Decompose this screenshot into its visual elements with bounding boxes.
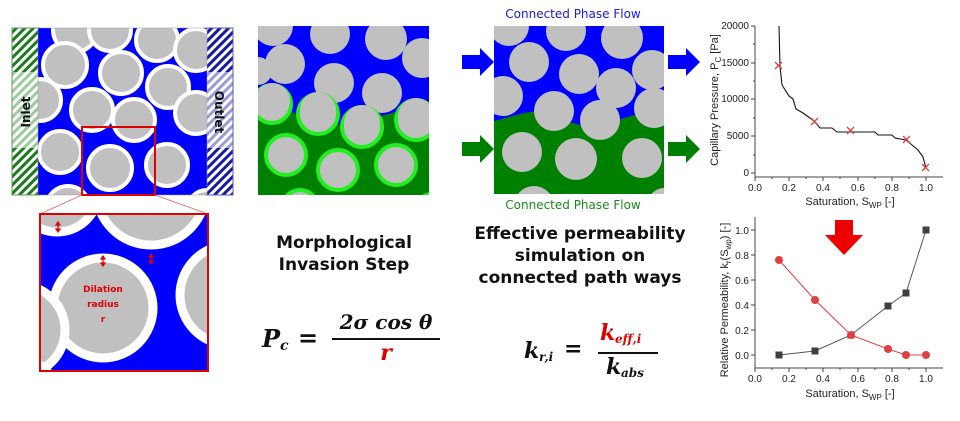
svg-text:0.2: 0.2 <box>735 326 749 337</box>
eq-lhs: P <box>262 324 281 353</box>
pc-y-axis-title: Capillary Pressure, PC [Pa] <box>709 34 723 166</box>
svg-text:0.8: 0.8 <box>735 251 749 262</box>
eq-kr-equals: = <box>564 336 583 362</box>
svg-text:0.6: 0.6 <box>735 276 749 287</box>
pc-y-tick-labels: 20000 15000 10000 5000 0 <box>721 21 749 179</box>
pc-curve <box>778 25 927 169</box>
svg-text:0.0: 0.0 <box>748 183 762 194</box>
inlet-strip <box>11 27 40 196</box>
pore-space-main <box>38 28 207 195</box>
capillary-pressure-equation: P c = 2σ cos θ r <box>262 310 442 370</box>
zoom-region-box <box>81 126 156 196</box>
invasion-image <box>258 26 429 195</box>
fraction-bar <box>332 338 440 340</box>
outlet-label: Outlet <box>212 90 226 134</box>
green-outflow-arrow-icon <box>668 135 700 163</box>
svg-text:0.0: 0.0 <box>735 351 749 362</box>
eq-keff-sub: eff,i <box>615 332 642 346</box>
svg-text:0.2: 0.2 <box>782 183 796 194</box>
kr-y-axis-title: Relative Permeability, kr(Swp) [-] <box>719 223 733 378</box>
svg-text:0.0: 0.0 <box>748 374 762 385</box>
connected-phase-flow-bottom-label: Connected Phase Flow <box>505 198 641 212</box>
relative-permeability-chart: 1.0 0.8 0.6 0.4 0.2 0.0 0.0 0.2 0.4 0.6 … <box>719 217 943 402</box>
pc-simulation-markers <box>774 61 930 172</box>
pc-x-tick-labels: 0.0 0.2 0.4 0.6 0.8 1.0 <box>748 183 933 194</box>
svg-text:10000: 10000 <box>721 94 749 105</box>
eq-kabs-sub: abs <box>621 366 644 380</box>
kr-nonwetting-line <box>778 259 926 356</box>
relative-permeability-equation: k r,i = k eff,i k abs <box>524 320 704 386</box>
blue-outflow-arrow-icon <box>668 48 700 76</box>
microstructure-panel <box>11 27 234 372</box>
eq-lhs-sub: c <box>280 338 289 354</box>
svg-text:1.0: 1.0 <box>919 374 933 385</box>
svg-text:0.8: 0.8 <box>885 374 899 385</box>
svg-text:0.4: 0.4 <box>816 374 830 385</box>
svg-text:0.6: 0.6 <box>851 374 865 385</box>
kr-wetting-line <box>778 229 927 356</box>
capillary-pressure-chart: 20000 15000 10000 5000 0 0.0 0.2 0.4 0.6… <box>709 21 943 210</box>
eq-kr-lhs: k <box>524 338 540 364</box>
svg-text:0.8: 0.8 <box>885 183 899 194</box>
zoom-connector-right <box>154 194 209 215</box>
green-inflow-arrow-icon <box>462 135 494 163</box>
kr-nonwetting-markers <box>775 256 930 359</box>
svg-text:1.0: 1.0 <box>735 226 749 237</box>
blue-inflow-arrow-icon <box>462 48 494 76</box>
dilation-arrows <box>54 220 155 268</box>
red-down-arrow-icon <box>825 220 863 255</box>
svg-text:15000: 15000 <box>721 58 749 69</box>
eq-equals: = <box>298 323 319 352</box>
connected-flow-image <box>494 26 664 194</box>
eq-kabs: k <box>606 354 622 380</box>
svg-text:0.6: 0.6 <box>851 183 865 194</box>
kr-y-tick-labels: 1.0 0.8 0.6 0.4 0.2 0.0 <box>735 226 749 362</box>
inflow-arrows <box>462 48 494 163</box>
svg-text:0.4: 0.4 <box>816 183 830 194</box>
eq-numerator: 2σ cos θ <box>339 310 433 334</box>
zoom-connector-left <box>39 194 83 215</box>
eq-kr-lhs-sub: r,i <box>539 350 554 364</box>
kr-x-axis-title: Saturation, SWP [-] <box>805 388 894 402</box>
connected-phase-flow-top-label: Connected Phase Flow <box>505 7 641 21</box>
permeability-heading: Effective permeability simulation on con… <box>474 224 686 288</box>
zoom-inset <box>40 214 208 371</box>
kr-x-tick-labels: 0.0 0.2 0.4 0.6 0.8 1.0 <box>748 374 933 385</box>
svg-text:0.2: 0.2 <box>782 374 796 385</box>
outflow-arrows <box>668 48 700 163</box>
dilation-radius-label: Dilation radius r <box>83 285 123 325</box>
svg-text:1.0: 1.0 <box>919 183 933 194</box>
eq-denominator-radius: r <box>380 340 392 366</box>
zoom-inset-border <box>39 213 209 372</box>
svg-text:20000: 20000 <box>721 21 749 32</box>
svg-text:0: 0 <box>743 168 749 179</box>
svg-text:5000: 5000 <box>727 131 750 142</box>
inlet-label: Inlet <box>19 96 33 128</box>
eq-keff: k <box>600 320 616 346</box>
svg-text:0.4: 0.4 <box>735 301 749 312</box>
invasion-heading: Morphological Invasion Step <box>276 233 412 275</box>
kr-fraction-bar <box>598 352 658 354</box>
